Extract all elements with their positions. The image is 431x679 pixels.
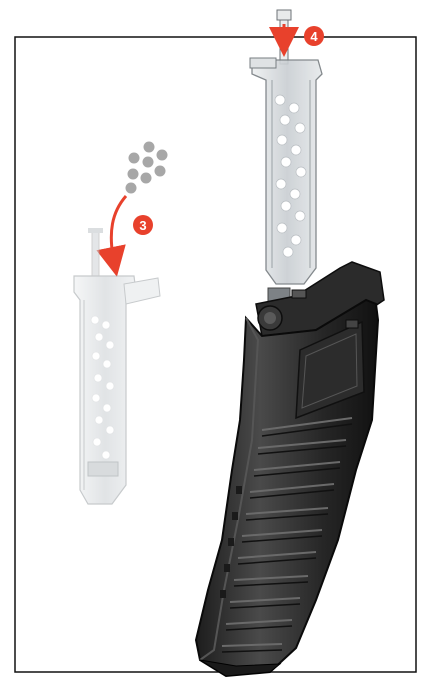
step-3-arrow <box>111 196 126 262</box>
step-4-badge: 4 <box>304 26 324 46</box>
step-3-badge: 3 <box>133 215 153 235</box>
step-4-label: 4 <box>310 29 318 44</box>
speed-loader-main <box>250 58 322 302</box>
step-3-label: 3 <box>139 218 146 233</box>
magazine <box>196 262 384 676</box>
bb-pellets <box>126 142 168 194</box>
speed-loader-left <box>74 228 160 504</box>
